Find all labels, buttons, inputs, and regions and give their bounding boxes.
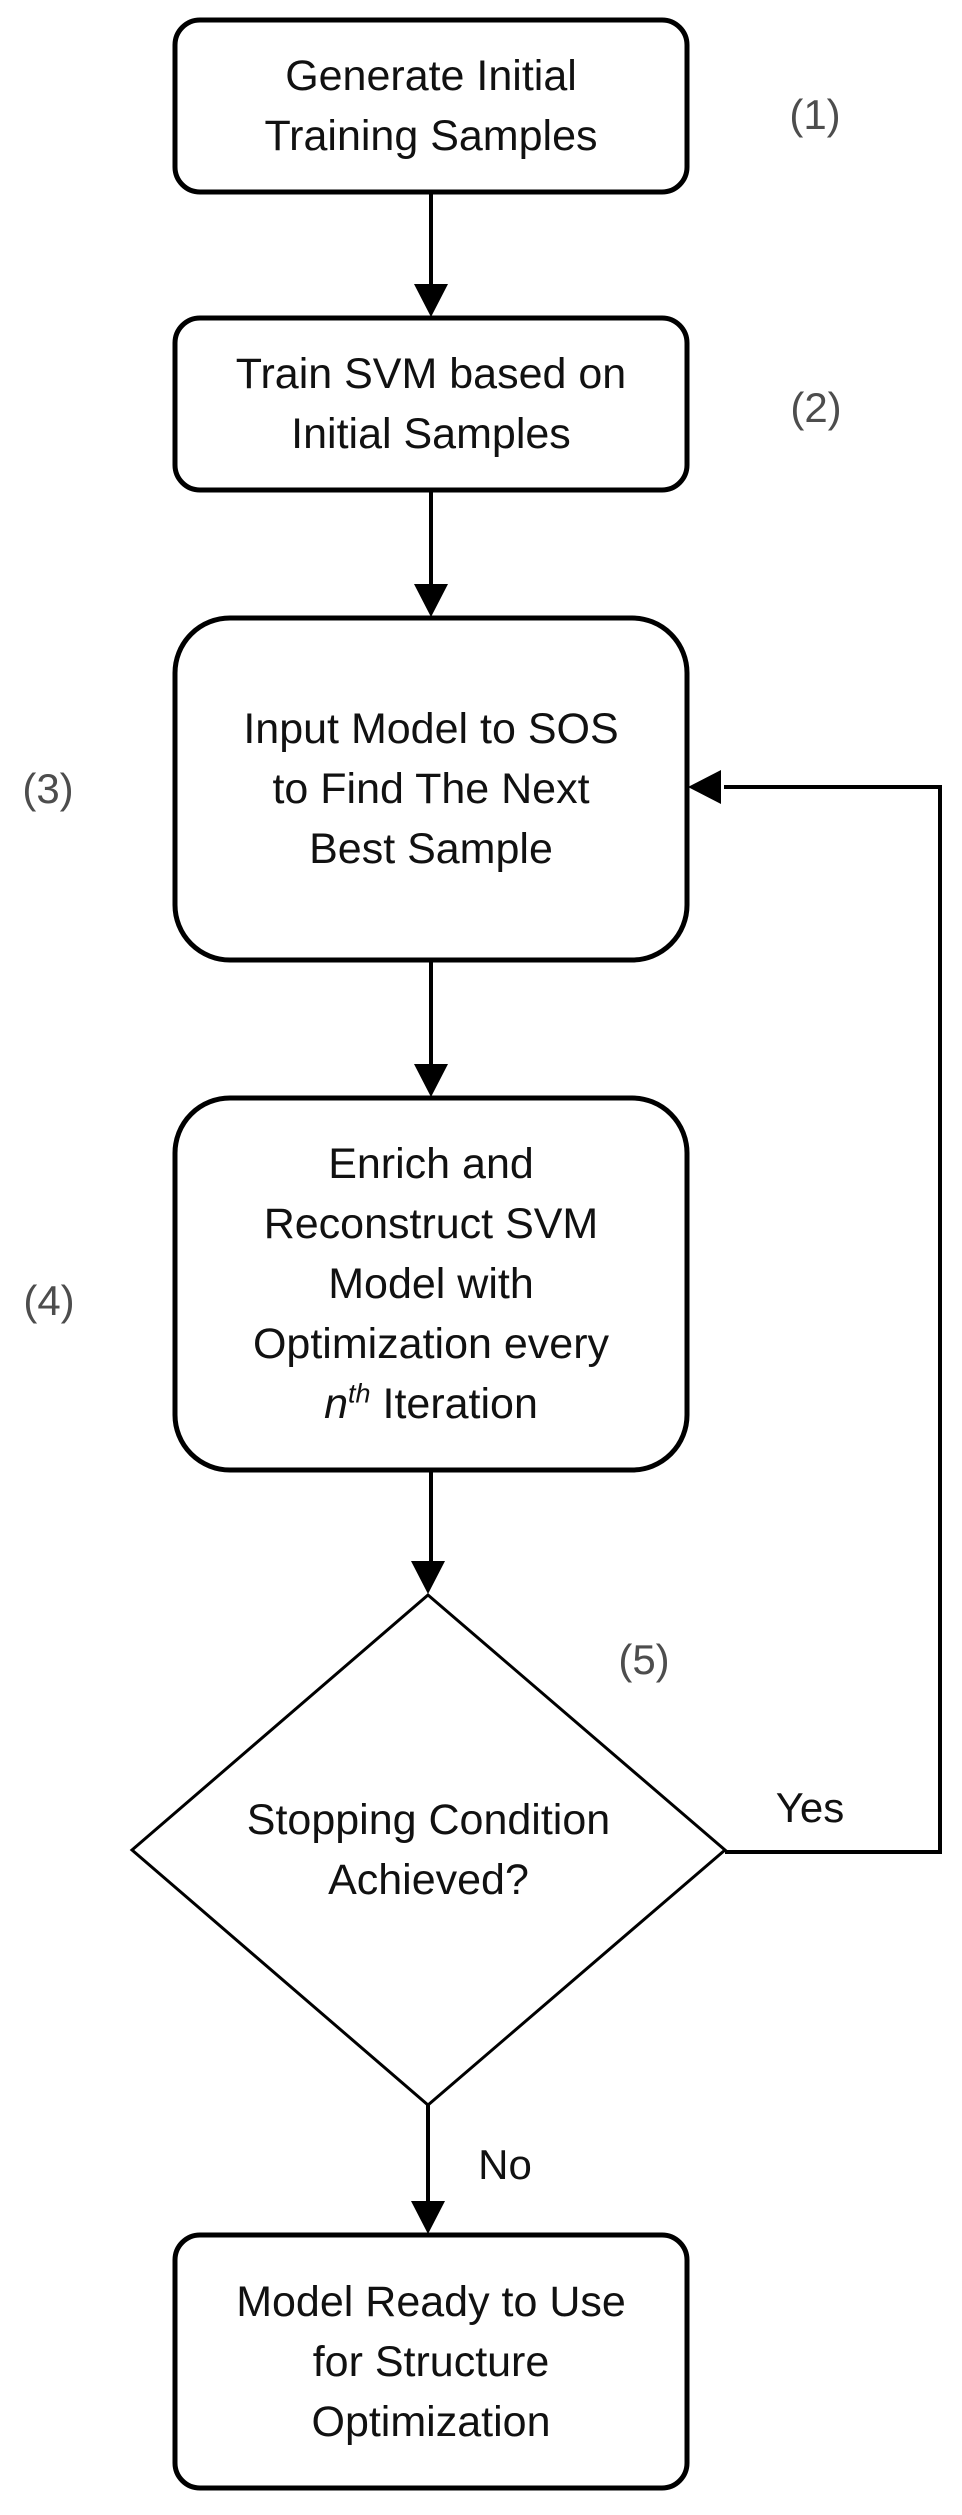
decision-label: Stopping Condition Achieved? xyxy=(246,1796,611,1904)
arrowhead-box1-box2 xyxy=(414,284,448,317)
box4-superscript-th: th xyxy=(348,1378,371,1409)
loop-yes-line xyxy=(724,785,942,1854)
step-label-2: (2) xyxy=(790,384,842,431)
box4-label-lines: Enrich and Reconstruct SVM Model with Op… xyxy=(252,1140,610,1368)
arrowhead-decision-box5 xyxy=(411,2201,445,2234)
step-label-4: (4) xyxy=(23,1277,75,1324)
arrowhead-box3-box4 xyxy=(414,1064,448,1097)
box5-shape xyxy=(172,2232,690,2491)
box3-label: Input Model to SOS to Find The Next Best… xyxy=(243,705,619,873)
arrowhead-box2-box3 xyxy=(414,584,448,617)
box4-label: Enrich and Reconstruct SVM Model with Op… xyxy=(175,1098,687,1470)
step-label-1: (1) xyxy=(789,91,841,138)
box4-iteration-word: Iteration xyxy=(370,1380,538,1428)
yes-branch-label: Yes xyxy=(775,1784,845,1831)
arrowhead-box4-decision xyxy=(411,1561,445,1594)
no-branch-label: No xyxy=(478,2141,532,2188)
box4-nth-iteration-line: nth Iteration xyxy=(324,1374,538,1434)
box4-var-n: n xyxy=(324,1380,349,1428)
step-label-3: (3) xyxy=(22,765,74,812)
arrowhead-yes-box3 xyxy=(688,770,721,804)
box1-label: Generate Initial Training Samples xyxy=(264,52,598,160)
box2-label: Train SVM based on Initial Samples xyxy=(235,350,627,458)
step-label-5: (5) xyxy=(618,1636,670,1683)
box5-label: Model Ready to Use for Structure Optimiz… xyxy=(236,2277,626,2446)
